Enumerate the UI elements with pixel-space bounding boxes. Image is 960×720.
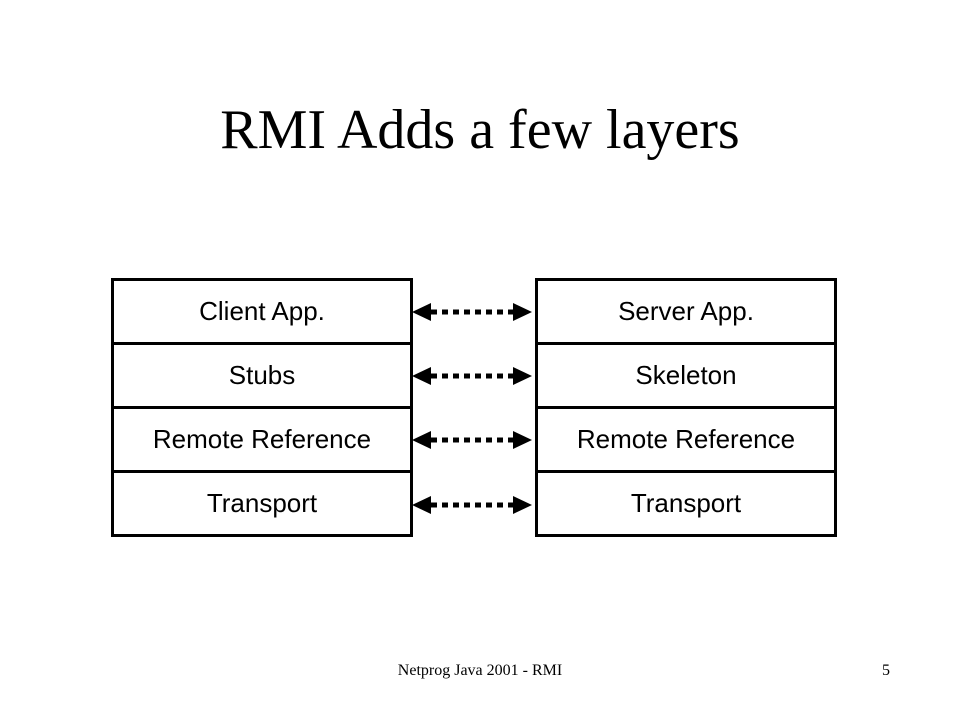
client-stack: Client App. Stubs Remote Reference Trans… (111, 278, 413, 537)
client-app-layer: Client App. (114, 281, 410, 345)
stubs-layer: Stubs (114, 345, 410, 409)
app-layer-arrow-icon (412, 303, 532, 321)
footer-text: Netprog Java 2001 - RMI (397, 662, 563, 679)
transport-arrow-icon (412, 496, 532, 514)
slide-title: RMI Adds a few layers (220, 99, 740, 161)
server-stack: Server App. Skeleton Remote Reference Tr… (535, 278, 837, 537)
server-remote-reference-layer: Remote Reference (538, 409, 834, 473)
server-transport-layer: Transport (630, 488, 742, 518)
skeleton-layer: Skeleton (538, 345, 834, 409)
remote-reference-arrow-icon (412, 431, 532, 449)
server-app-layer: Server App. (538, 281, 834, 345)
client-remote-reference-layer: Remote Reference (114, 409, 410, 473)
page-number: 5 (882, 662, 890, 679)
stub-skeleton-arrow-icon (412, 367, 532, 385)
client-transport-layer: Transport (206, 488, 318, 518)
